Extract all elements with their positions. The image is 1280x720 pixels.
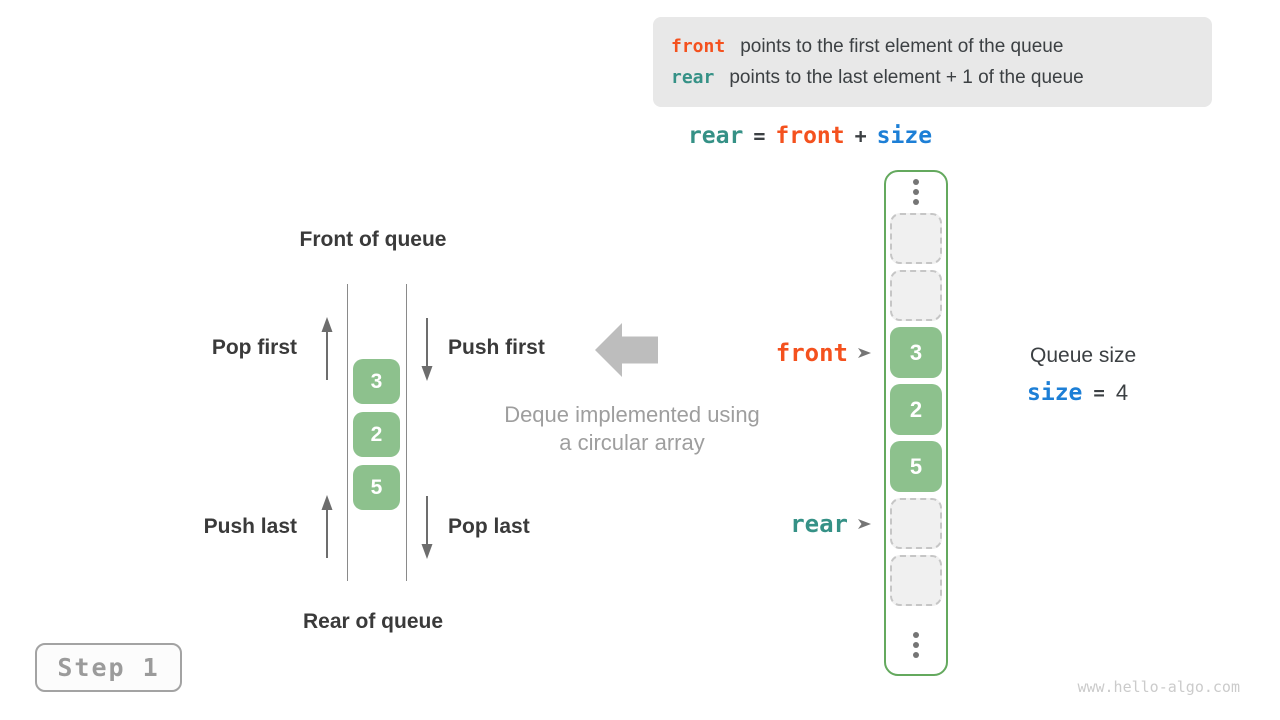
front-pointer-label: front <box>775 339 848 367</box>
push-first-arrow-icon <box>421 318 433 381</box>
pointer-arrow-icon <box>858 519 871 529</box>
pop-last-label: Pop last <box>448 515 530 538</box>
formula-size: size <box>876 123 933 149</box>
queue-size-value: 4 <box>1115 380 1129 405</box>
push-first-label: Push first <box>448 336 545 359</box>
legend-box: front points to the first element of the… <box>653 17 1212 107</box>
rear-description: points to the last element + 1 of the qu… <box>729 66 1084 88</box>
front-pointer: front <box>700 338 872 368</box>
step-badge: Step 1 <box>35 643 182 692</box>
rear-keyword: rear <box>671 67 715 88</box>
left-queue-cell-value: 3 <box>370 369 383 393</box>
array-cell-value: 3 <box>909 339 923 365</box>
formula-rear: rear <box>687 123 744 149</box>
push-last-arrow-icon <box>321 495 333 558</box>
rear-pointer: rear <box>700 509 872 539</box>
front-keyword: front <box>671 36 726 57</box>
queue-channel-left-line <box>347 284 348 581</box>
pop-first-arrow-icon <box>321 317 333 380</box>
push-last-label: Push last <box>203 515 297 538</box>
pop-last-arrow-icon <box>421 496 433 559</box>
ellipsis-top-icon <box>913 179 919 205</box>
array-cell-empty <box>890 270 942 321</box>
front-of-queue-label: Front of queue <box>299 228 447 251</box>
queue-size-equation: size = 4 <box>1027 380 1128 406</box>
array-cell-value: 5 <box>909 453 923 479</box>
legend-line-front: front points to the first element of the… <box>671 36 1212 58</box>
array-cell-value: 2 <box>909 396 923 422</box>
left-big-arrow-icon <box>595 323 658 377</box>
ellipsis-bottom-icon <box>913 632 919 658</box>
array-cell-filled: 5 <box>890 441 942 492</box>
pointer-arrow-icon <box>858 348 871 358</box>
left-queue-cell-value: 5 <box>370 475 383 499</box>
left-queue-cell: 2 <box>353 412 400 457</box>
formula-front: front <box>775 123 845 149</box>
formula-plus: + <box>854 124 867 148</box>
center-caption-line1: Deque implemented using <box>504 402 760 427</box>
queue-size-variable: size <box>1027 380 1083 406</box>
rear-pointer-label: rear <box>790 510 848 538</box>
formula-equals: = <box>753 124 766 148</box>
queue-channel-right-line <box>406 284 407 581</box>
step-badge-label: Step 1 <box>57 653 160 682</box>
watermark: www.hello-algo.com <box>1077 678 1240 696</box>
queue-size-title: Queue size <box>1030 344 1137 367</box>
rear-of-queue-label: Rear of queue <box>302 610 444 633</box>
front-description: points to the first element of the queue <box>740 35 1064 57</box>
pop-first-label: Pop first <box>211 336 297 359</box>
center-caption-line2: a circular array <box>559 430 705 455</box>
left-queue-cell: 5 <box>353 465 400 510</box>
legend-line-rear: rear points to the last element + 1 of t… <box>671 67 1212 89</box>
queue-size-equals: = <box>1093 382 1105 404</box>
array-cell-empty <box>890 498 942 549</box>
array-cell-empty <box>890 555 942 606</box>
left-queue-cell-value: 2 <box>370 422 383 446</box>
array-cell-filled: 3 <box>890 327 942 378</box>
array-cell-empty <box>890 213 942 264</box>
center-caption: Deque implemented using a circular array <box>487 401 777 457</box>
formula: rear = front + size <box>660 121 960 151</box>
array-cell-filled: 2 <box>890 384 942 435</box>
left-queue-cell: 3 <box>353 359 400 404</box>
